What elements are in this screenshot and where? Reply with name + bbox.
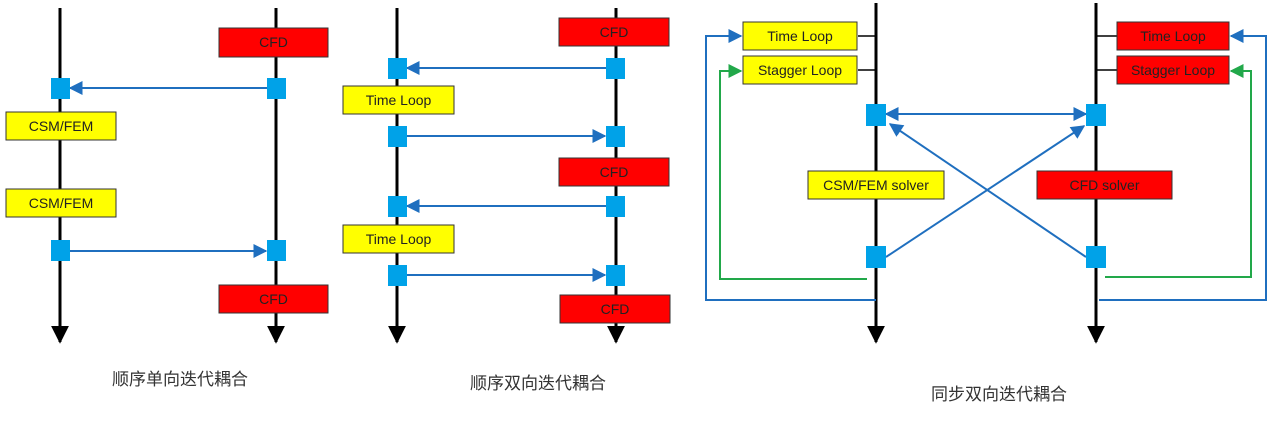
- diagram-synchronous-two-way: Time Loop Stagger Loop Time Loop Stagger…: [705, 3, 1267, 405]
- exchange-node: [606, 58, 625, 79]
- svg-text:Stagger Loop: Stagger Loop: [758, 62, 842, 78]
- time-loop-box: Time Loop: [342, 85, 455, 115]
- svg-text:CSM/FEM: CSM/FEM: [29, 118, 94, 134]
- svg-text:Time Loop: Time Loop: [767, 28, 833, 44]
- cfd-box: CFD: [559, 294, 671, 324]
- svg-text:CFD: CFD: [259, 291, 288, 307]
- diagram-sequential-two-way: CFD Time Loop CFD Time Loop CFD 顺序双向迭代耦合: [342, 8, 671, 394]
- exchange-node: [866, 104, 886, 126]
- exchange-node: [388, 126, 407, 147]
- cfd-box: CFD: [218, 284, 329, 314]
- svg-text:CFD: CFD: [600, 24, 629, 40]
- stagger-loop-box: Stagger Loop: [1116, 55, 1230, 85]
- exchange-node: [606, 196, 625, 217]
- svg-text:CFD: CFD: [600, 164, 629, 180]
- exchange-node: [1086, 246, 1106, 268]
- stagger-loop-feedback-arrow: [1105, 64, 1252, 278]
- exchange-node: [51, 78, 70, 99]
- exchange-node: [51, 240, 70, 261]
- exchange-node: [866, 246, 886, 268]
- time-loop-feedback-arrow: [705, 29, 876, 301]
- exchange-node: [606, 126, 625, 147]
- time-loop-box: Time Loop: [742, 21, 858, 51]
- time-loop-feedback-arrow: [1099, 29, 1267, 301]
- stagger-loop-box: Stagger Loop: [742, 55, 858, 85]
- exchange-node: [267, 240, 286, 261]
- svg-text:CSM/FEM solver: CSM/FEM solver: [823, 177, 929, 193]
- caption: 顺序单向迭代耦合: [112, 370, 248, 390]
- csm-fem-box: CSM/FEM: [5, 111, 117, 141]
- stagger-loop-feedback-arrow: [719, 64, 867, 280]
- exchange-node: [388, 265, 407, 286]
- caption: 顺序双向迭代耦合: [470, 374, 606, 394]
- diagram-sequential-one-way: CFD CSM/FEM CSM/FEM CFD 顺序单向迭代耦合: [5, 8, 329, 390]
- svg-text:CFD: CFD: [601, 301, 630, 317]
- time-loop-box: Time Loop: [342, 224, 455, 254]
- svg-text:Time Loop: Time Loop: [366, 92, 432, 108]
- exchange-node: [388, 196, 407, 217]
- svg-text:CSM/FEM: CSM/FEM: [29, 195, 94, 211]
- exchange-node: [606, 265, 625, 286]
- exchange-node: [267, 78, 286, 99]
- svg-text:Time Loop: Time Loop: [366, 231, 432, 247]
- svg-text:Time Loop: Time Loop: [1140, 28, 1206, 44]
- svg-text:CFD: CFD: [259, 34, 288, 50]
- exchange-node: [1086, 104, 1106, 126]
- cfd-box: CFD: [558, 17, 670, 47]
- cross-transfer-arrow: [885, 125, 1086, 258]
- csm-fem-solver-box: CSM/FEM solver: [807, 170, 945, 200]
- cfd-solver-box: CFD solver: [1036, 170, 1173, 200]
- csm-fem-box: CSM/FEM: [5, 188, 117, 218]
- cfd-box: CFD: [558, 157, 670, 187]
- svg-text:Stagger Loop: Stagger Loop: [1131, 62, 1215, 78]
- cfd-box: CFD: [218, 27, 329, 58]
- caption: 同步双向迭代耦合: [931, 385, 1067, 405]
- exchange-node: [388, 58, 407, 79]
- svg-text:CFD solver: CFD solver: [1069, 177, 1139, 193]
- time-loop-box: Time Loop: [1116, 21, 1230, 51]
